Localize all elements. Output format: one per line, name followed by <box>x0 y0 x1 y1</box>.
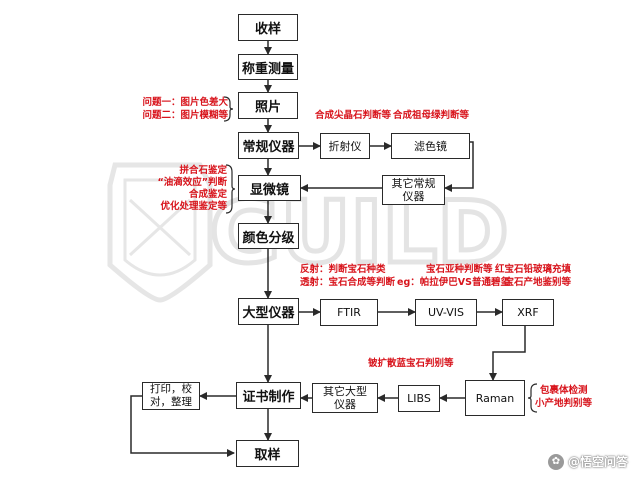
uvvis-note-1: 宝石亚种判断等 <box>426 264 493 275</box>
photo-issue-2: 问题二：图片模糊等 <box>142 110 228 121</box>
other-large-box: 其它大型仪器 <box>312 383 378 413</box>
ftir-note-2: 透射：宝石合成等判断 <box>300 277 396 288</box>
photo-brace <box>223 96 234 122</box>
uvvis-note-2: eg：帕拉伊巴VS普通碧玺 <box>397 277 510 288</box>
ftir-note-1: 反射：判断宝石种类 <box>300 264 386 275</box>
step-photo: 照片 <box>238 92 298 119</box>
step-weigh-measure: 称重测量 <box>238 54 298 80</box>
step-large-instruments: 大型仪器 <box>238 298 299 325</box>
xrf-box: XRF <box>502 299 554 326</box>
micro-note-3: 合成鉴定 <box>188 189 227 200</box>
raman-brace <box>527 383 538 413</box>
step-microscope: 显微镜 <box>238 175 301 201</box>
xrf-note-1: 红宝石铅玻璃充填 <box>494 264 571 275</box>
step-color-grading: 颜色分级 <box>238 223 299 249</box>
micro-note-1: 拼合石鉴定 <box>179 165 227 176</box>
color-filter-box: 滤色镜 <box>391 133 470 159</box>
raman-note-2: 小产地判别等 <box>535 398 593 409</box>
source-footer: ✿ @悟空问答 <box>547 453 628 470</box>
uv-vis-box: UV-VIS <box>415 299 477 326</box>
other-conventional-box: 其它常规仪器 <box>382 175 445 205</box>
raman-box: Raman <box>465 380 525 416</box>
refractometer-note: 合成尖晶石判断等 <box>315 110 392 121</box>
step-conventional-instruments: 常规仪器 <box>238 132 299 159</box>
micro-note-2: “油滴效应”判断 <box>157 177 228 188</box>
micro-brace <box>225 164 236 214</box>
photo-issue-1: 问题一：图片色差大 <box>142 97 228 108</box>
micro-note-4: 优化处理鉴定等 <box>160 201 227 212</box>
step-sampling: 取样 <box>236 440 299 467</box>
refractometer-box: 折射仪 <box>320 133 370 159</box>
xrf-note-2: 宝石产地鉴别等 <box>504 277 571 288</box>
step-certificate: 证书制作 <box>236 382 301 409</box>
libs-box: LIBS <box>398 385 440 412</box>
ftir-box: FTIR <box>320 299 378 326</box>
wukong-logo-icon: ✿ <box>547 453 564 470</box>
filter-note: 合成祖母绿判断等 <box>393 110 470 121</box>
footer-text: @悟空问答 <box>567 455 628 469</box>
raman-note-1: 包裹体检测 <box>540 385 588 396</box>
print-proofread-box: 打印，校对，整理 <box>142 382 200 410</box>
step-receive-sample: 收样 <box>238 14 298 41</box>
libs-note: 铍扩散蓝宝石判别等 <box>368 358 454 369</box>
